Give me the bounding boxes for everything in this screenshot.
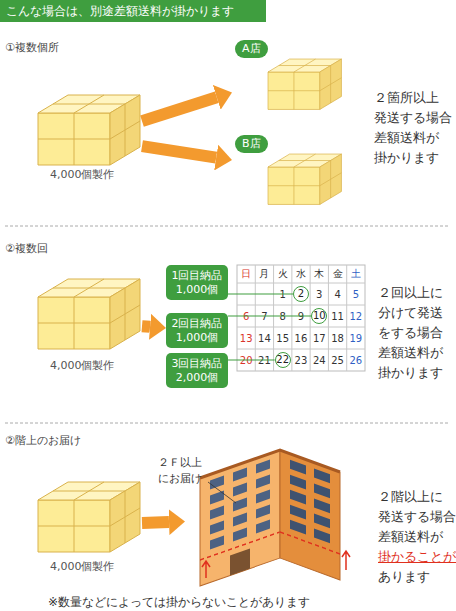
- calendar-cell: 1: [274, 283, 292, 305]
- date-line: [228, 359, 275, 360]
- building-face: [200, 450, 280, 586]
- calendar-cell: 3: [310, 283, 328, 305]
- shop-name: B店: [235, 135, 268, 153]
- shop-destination: B店: [232, 133, 348, 205]
- delivery-date: 10: [311, 308, 327, 324]
- calendar-cell: 20: [237, 349, 255, 371]
- carton-stack: [268, 154, 341, 204]
- date-number: 22: [276, 355, 289, 365]
- leader-line: [208, 482, 236, 503]
- calendar-cell: 8: [274, 305, 292, 327]
- calendar-cell: 16: [292, 327, 310, 349]
- carton-stack: [38, 279, 140, 349]
- calendar-cell: 15: [274, 327, 292, 349]
- building-windows: [210, 459, 270, 549]
- calendar-cell: 13: [237, 327, 255, 349]
- delivery-label: 1回目納品 1,000個: [166, 269, 228, 297]
- shop-name: A店: [235, 40, 268, 58]
- quantity-caption: 4,000個製作: [50, 168, 115, 182]
- delivery-arrow: [142, 146, 216, 157]
- building-windows: [290, 460, 330, 544]
- floor-line: [280, 532, 340, 554]
- section-heading: ①複数個所: [5, 41, 59, 55]
- product-box: 4,000個製作: [36, 275, 142, 369]
- delivery-arrow: [142, 320, 150, 333]
- note-text: ２箇所以上 発送する場合 差額送料が 掛かります: [374, 88, 456, 168]
- calendar-cell: 24: [310, 349, 328, 371]
- product-box: 4,000個製作: [36, 478, 142, 572]
- date-number: 2: [298, 289, 304, 299]
- callout-text: ２Ｆ以上 にお届け: [158, 455, 214, 487]
- quantity-caption: 4,000個製作: [50, 359, 115, 373]
- section-heading: ②複数回: [5, 242, 48, 256]
- product-box: 4,000個製作: [36, 92, 142, 184]
- calendar-cell: 18: [328, 327, 346, 349]
- note-text: ２回以上に 分けて発送 をする場合 差額送料が 掛かります: [378, 283, 456, 383]
- calendar-cell: 26: [347, 349, 365, 371]
- calendar-cell: 14: [255, 327, 273, 349]
- date-line: [228, 315, 311, 316]
- delivery-label: 3回目納品 2,000個: [166, 357, 228, 385]
- note-text: あります: [378, 567, 456, 587]
- date-line: [228, 293, 293, 294]
- calendar-cell: 23: [292, 349, 310, 371]
- calendar-cell: 日: [237, 265, 255, 283]
- floor-line: [200, 532, 280, 560]
- section-divider: [5, 423, 450, 424]
- calendar-cell: 土: [347, 265, 365, 283]
- calendar-cell: 水: [292, 265, 310, 283]
- delivery-arrow: [142, 97, 217, 121]
- footnote: ※数量などによっては掛からないことがあります: [48, 594, 310, 610]
- section-heading: ②階上のお届け: [5, 434, 81, 448]
- calendar-frame: [237, 265, 365, 371]
- shop-destination: A店: [232, 38, 348, 110]
- calendar-cell: 4: [328, 283, 346, 305]
- up-arrow: [202, 561, 210, 578]
- building: ２Ｆ以上 にお届け: [185, 445, 350, 592]
- calendar-cell: 5: [347, 283, 365, 305]
- section-divider: [5, 226, 450, 227]
- calendar-cell: 6: [237, 305, 255, 327]
- note-text: ２階以上に 発送する場合 差額送料が: [378, 487, 456, 547]
- up-arrow: [342, 551, 350, 570]
- calendar-cell: 7: [255, 305, 273, 327]
- calendar-cell: 17: [310, 327, 328, 349]
- delivery-tag: 2回目納品 1,000個: [166, 313, 228, 348]
- delivery-arrow: [142, 516, 169, 529]
- calendar-cell: 12: [347, 305, 365, 327]
- quantity-caption: 4,000個製作: [50, 560, 115, 574]
- calendar-cell: 木: [310, 265, 328, 283]
- calendar-cell: 9: [292, 305, 310, 327]
- carton-stack: [38, 482, 140, 552]
- calendar-cell: 19: [347, 327, 365, 349]
- calendar-cell: 11: [328, 305, 346, 327]
- calendar-cell: 月: [255, 265, 273, 283]
- calendar-cell: 金: [328, 265, 346, 283]
- delivery-tag: 3回目納品 2,000個: [166, 353, 228, 388]
- delivery-label: 2回目納品 1,000個: [166, 317, 228, 345]
- building-roof: [200, 450, 340, 478]
- title-band: こんな場合は、別途差額送料が掛かります: [0, 0, 266, 22]
- building-illustration: [200, 450, 350, 586]
- calendar-grid: [237, 265, 365, 371]
- delivery-date: 22: [275, 352, 291, 368]
- delivery-tag: 1回目納品 1,000個: [166, 265, 228, 300]
- calendar-cell: 21: [255, 349, 273, 371]
- delivery-date: 2: [293, 286, 309, 302]
- note-emphasis: 掛かることが: [378, 547, 456, 567]
- date-number: 10: [313, 311, 326, 321]
- calendar-cell: 火: [274, 265, 292, 283]
- carton-stack: [268, 59, 341, 109]
- calendar-cell: 25: [328, 349, 346, 371]
- carton-stack: [38, 95, 140, 165]
- building-door: [230, 548, 250, 575]
